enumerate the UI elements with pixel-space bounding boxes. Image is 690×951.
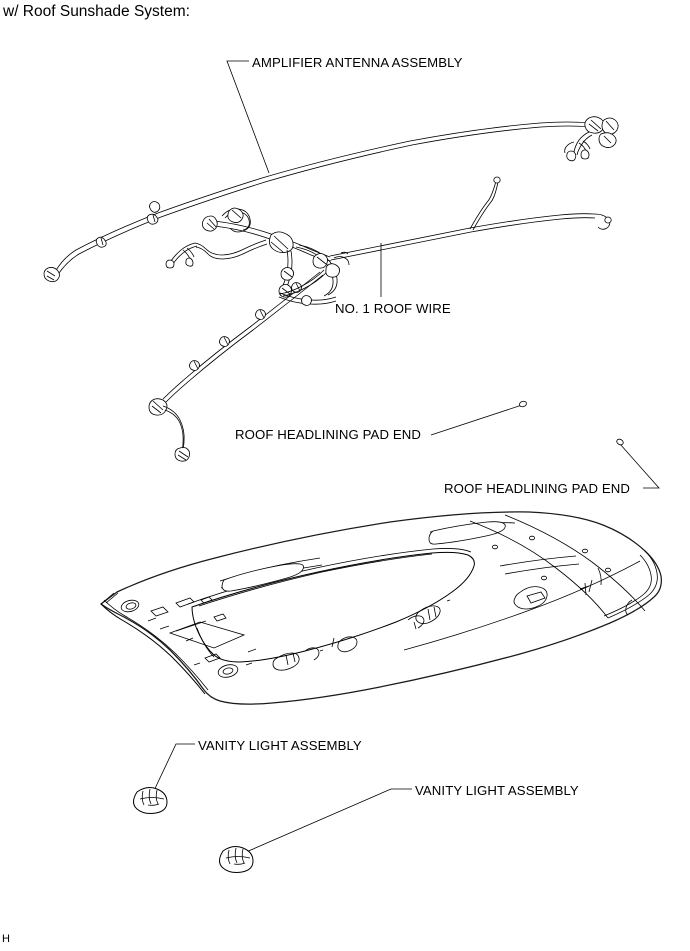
headlining-console-details: [272, 599, 451, 671]
leader-vanity-left: [150, 743, 195, 798]
pad-end-marker-left: [519, 400, 527, 408]
leader-amplifier-antenna: [226, 60, 270, 174]
leader-vanity-right: [236, 788, 412, 857]
vanity-light-assembly-right: [219, 846, 254, 873]
pad-end-markers: [519, 400, 624, 446]
leader-lines: [150, 60, 660, 857]
no-1-roof-wire: [148, 176, 612, 462]
amplifier-antenna-assembly: [43, 116, 619, 283]
pad-end-marker-right: [616, 438, 624, 446]
page-marker: H: [2, 933, 10, 945]
callout-roof-headlining-pad-end-left: ROOF HEADLINING PAD END: [235, 427, 421, 442]
headlining-right-details: [403, 514, 646, 651]
roof-headlining-pad: [99, 511, 662, 705]
callout-vanity-light-assembly-left: VANITY LIGHT ASSEMBLY: [198, 738, 362, 753]
headlining-left-details: [120, 596, 257, 678]
roof-wire-center-cluster: [165, 207, 350, 298]
leader-pad-end-right: [619, 443, 660, 489]
callout-amplifier-antenna-assembly: AMPLIFIER ANTENNA ASSEMBLY: [252, 55, 463, 70]
leader-pad-end-left: [430, 404, 523, 436]
vanity-light-assembly-left: [133, 787, 168, 814]
antenna-amplifier-connector: [564, 116, 619, 162]
callout-no-1-roof-wire: NO. 1 ROOF WIRE: [335, 301, 451, 316]
section-heading: w/ Roof Sunshade System:: [3, 3, 190, 20]
callout-roof-headlining-pad-end-right: ROOF HEADLINING PAD END: [444, 481, 630, 496]
harness-clips-diagonal: [189, 282, 302, 371]
callout-vanity-light-assembly-right: VANITY LIGHT ASSEMBLY: [415, 783, 579, 798]
